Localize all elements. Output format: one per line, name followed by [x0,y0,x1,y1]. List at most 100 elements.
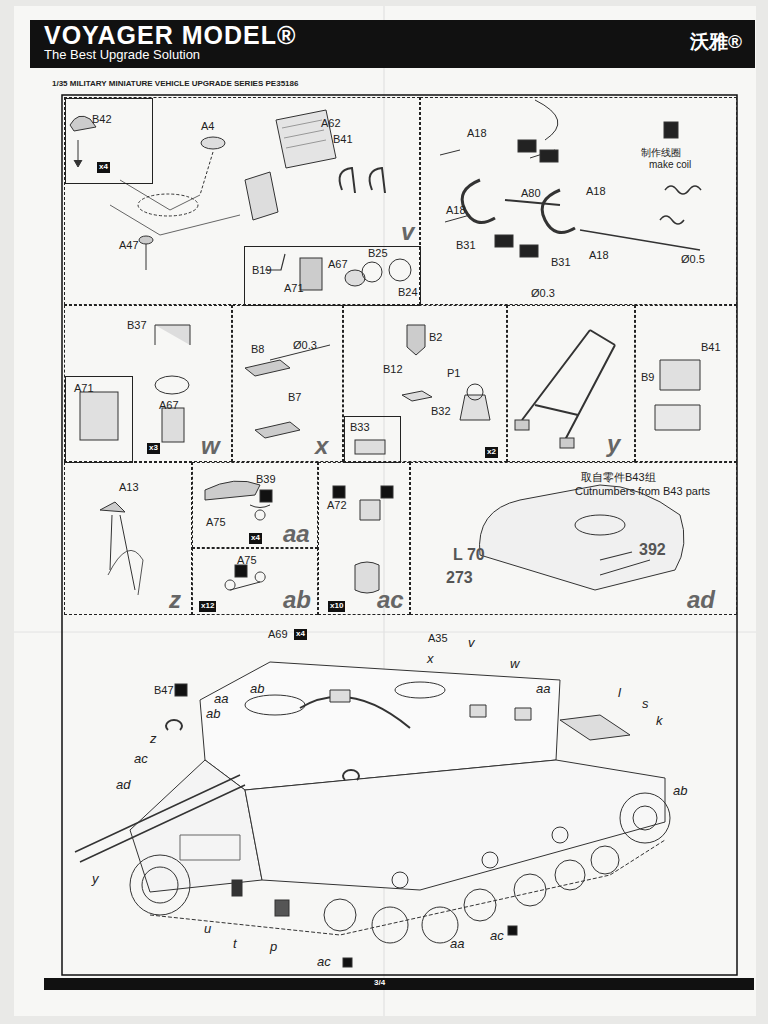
part-label: B41 [701,341,721,353]
drawing-path [300,697,410,728]
detail-box: B19A71A67B25B24 [244,246,421,306]
drawing-rect [515,420,529,430]
drawing-line [445,215,470,222]
drawing-line [440,150,460,155]
part-label: P1 [447,367,460,379]
drawing-line [14,632,756,633]
drawing-path [660,186,701,224]
part-label: A71 [74,382,94,394]
step-letter: y [607,431,620,457]
drawing-line [200,152,213,195]
drawing-path [108,550,143,595]
note-text: make coil [649,159,691,170]
detail-box: A71 [65,376,133,463]
drawing-circle [389,259,411,281]
drawing-line [580,230,700,250]
step-panel: B2B12P1B32x2B33 [343,305,507,462]
part-label: B8 [251,343,264,355]
drawing-path [402,391,432,401]
step-reference: ad [116,778,130,792]
drawing-path [74,160,82,167]
drawing-ellipse [201,137,225,149]
drawing-path [470,705,531,720]
drawing-circle [552,827,568,843]
quantity-badge: x3 [147,443,160,454]
drawing-line [600,552,632,560]
drawing-path [245,172,278,220]
step-reference: aa [536,682,550,696]
part-label: A80 [521,187,541,199]
drawing-ellipse [138,194,198,216]
drawing-rect [381,486,393,498]
drawing-circle [591,846,619,874]
part-label: A18 [467,127,487,139]
drawing-path [560,715,630,740]
step-reference: ac [490,929,504,943]
step-reference: aa [450,937,464,951]
drawing-circle [362,262,382,282]
drawing-ellipse [139,236,153,244]
drawing-rect [175,684,187,696]
drawing-path [355,562,379,593]
drawing-path [343,770,359,780]
step-panel: B8Ø0.3B7x [232,305,343,462]
step-panel: A4A62B41A47vB42x4B19A71A67B25B24 [64,97,420,305]
step-reference: l [618,686,621,700]
part-label: B31 [551,256,571,268]
drawing-rect [62,95,737,975]
part-label: B7 [288,391,301,403]
cut-number: L 70 [453,546,485,564]
part-label: A69 [268,628,288,640]
part-label: B9 [641,371,654,383]
part-label: A18 [589,249,609,261]
drawing-path [75,775,245,862]
header-band: VOYAGER MODEL®The Best Upgrade Solution沃… [30,20,755,68]
drawing-path [245,760,665,890]
step-panel: B37A67x3wA71 [64,305,232,462]
drawing-path [330,690,350,702]
drawing-path [407,325,425,355]
step-reference: ac [134,752,148,766]
part-label: A4 [201,120,214,132]
drawing-circle [467,384,483,400]
step-reference: ab [250,682,264,696]
drawing-path [250,505,270,520]
drawing-circle [392,872,408,888]
brand-name: VOYAGER MODEL® [44,22,296,50]
step-reference: x [427,652,434,666]
drawing-path [130,760,262,892]
drawing-rect [664,122,678,138]
drawing-path [660,360,700,390]
drawing-path [155,325,190,345]
drawing-path [166,720,182,730]
part-label: Ø0.3 [531,287,555,299]
part-label: A13 [119,481,139,493]
part-label: B24 [398,286,418,298]
drawing-rect [518,140,536,152]
step-reference: t [233,937,237,951]
step-letter: ad [687,587,715,613]
drawing-rect [235,565,247,577]
step-panel: B9 B41 [635,305,737,462]
cut-number: 273 [446,569,473,587]
drawing-path [655,405,700,430]
part-label: A71 [284,282,304,294]
step-panel: B39A75x4aa [192,462,318,548]
part-label: A67 [328,258,348,270]
drawing-circle [620,793,670,843]
part-label: A75 [237,554,257,566]
series-title: 1/35 MILITARY MINIATURE VEHICLE UPGRADE … [52,80,298,89]
part-label: B19 [252,264,272,276]
part-label: B31 [456,239,476,251]
step-reference: ab [673,784,687,798]
part-label: B33 [350,421,370,433]
part-label: A67 [159,399,179,411]
drawing-rect [232,880,242,896]
drawing-rect [355,440,385,454]
drawing-rect [275,900,289,916]
detail-box: B42x4 [65,98,153,184]
drawing-rect [44,978,754,990]
part-label: A18 [446,204,466,216]
step-letter: aa [283,521,310,547]
quantity-badge: x4 [249,533,262,544]
